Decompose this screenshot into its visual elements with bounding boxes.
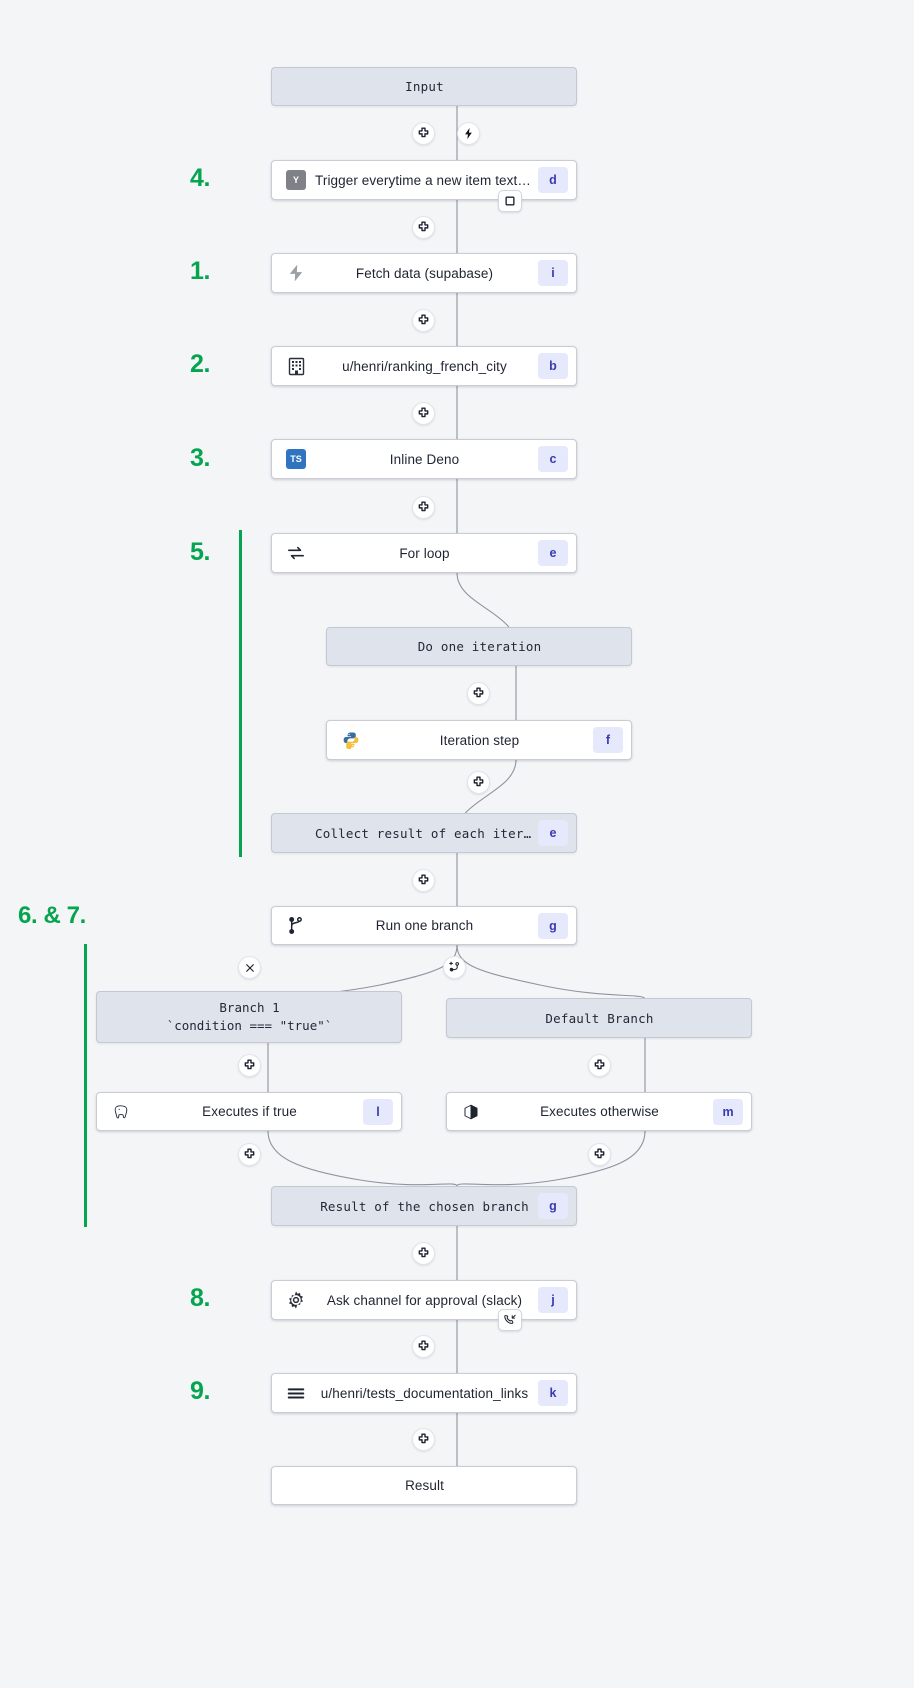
node-trigger[interactable]: Y Trigger everytime a new item text o… d xyxy=(271,160,577,200)
yaml-badge-icon: Y xyxy=(281,169,311,191)
plus-icon-add-step-4[interactable] xyxy=(412,402,435,425)
hamburger-lines-icon xyxy=(281,1382,311,1404)
node-executes-if-true-label: Executes if true xyxy=(202,1104,297,1119)
node-iteration-step[interactable]: Iteration step f xyxy=(326,720,632,760)
close-x-icon-remove-branch[interactable] xyxy=(238,956,261,979)
node-trigger-tag: d xyxy=(538,167,568,193)
node-tests-documentation-links-label: u/henri/tests_documentation_links xyxy=(320,1385,529,1401)
node-iteration-step-tag: f xyxy=(593,727,623,753)
lightning-bolt-icon-trigger[interactable] xyxy=(457,122,480,145)
step-number-4: 4. xyxy=(190,164,211,192)
loop-scope-bracket xyxy=(239,530,242,857)
plus-icon-add-step-6[interactable] xyxy=(412,869,435,892)
node-collect-result[interactable]: Collect result of each iteration e xyxy=(271,813,577,853)
node-collect-result-tag: e xyxy=(538,820,568,846)
docker-box-icon xyxy=(456,1101,486,1123)
node-inline-deno[interactable]: TS Inline Deno c xyxy=(271,439,577,479)
node-branch-1-icon-slot xyxy=(106,1006,136,1028)
step-number-3: 3. xyxy=(190,444,211,472)
node-do-one-iteration[interactable]: Do one iteration xyxy=(326,627,632,666)
step-number-6-and-7: 6. & 7. xyxy=(18,902,86,929)
supabase-bolt-icon xyxy=(281,262,311,284)
node-result-of-chosen-branch-icon-slot xyxy=(281,1195,311,1217)
node-iteration-step-label: Iteration step xyxy=(439,732,520,748)
node-result-of-chosen-branch[interactable]: Result of the chosen branch g xyxy=(271,1186,577,1226)
node-executes-otherwise-label: Executes otherwise xyxy=(540,1104,659,1119)
branch-fork-icon xyxy=(281,915,311,937)
node-fetch-data[interactable]: Fetch data (supabase) i xyxy=(271,253,577,293)
node-executes-if-true[interactable]: Executes if true l xyxy=(96,1092,402,1131)
node-ranking-french-city-tag: b xyxy=(538,353,568,379)
node-for-loop-label: For loop xyxy=(399,545,450,561)
node-fetch-data-tag: i xyxy=(538,260,568,286)
node-collect-result-icon-slot xyxy=(281,822,311,844)
node-result-icon-slot xyxy=(281,1475,311,1497)
plus-icon-add-loop-step-1[interactable] xyxy=(467,682,490,705)
node-input-icon-slot xyxy=(281,76,311,98)
node-default-branch-icon-slot xyxy=(456,1007,486,1029)
node-input[interactable]: Input xyxy=(271,67,577,106)
step-number-5: 5. xyxy=(190,538,211,566)
node-ask-channel-approval-tag: j xyxy=(538,1287,568,1313)
node-result-label: Result xyxy=(405,1478,444,1493)
node-run-one-branch-label: Run one branch xyxy=(375,918,474,933)
node-do-one-iteration-label: Do one iteration xyxy=(417,639,542,654)
phone-callback-icon[interactable] xyxy=(498,1309,522,1331)
node-run-one-branch[interactable]: Run one branch g xyxy=(271,906,577,945)
plus-icon-add-loop-step-2[interactable] xyxy=(467,771,490,794)
node-ranking-french-city[interactable]: u/henri/ranking_french_city b xyxy=(271,346,577,386)
node-tests-documentation-links-tag: k xyxy=(538,1380,568,1406)
step-number-9: 9. xyxy=(190,1377,211,1405)
node-ask-channel-approval[interactable]: Ask channel for approval (slack) j xyxy=(271,1280,577,1320)
plus-icon-add-default-branch-step[interactable] xyxy=(588,1054,611,1077)
plus-icon-add-step-7[interactable] xyxy=(412,1242,435,1265)
plus-icon-add-step-3[interactable] xyxy=(412,309,435,332)
step-number-8: 8. xyxy=(190,1284,211,1312)
step-number-1: 1. xyxy=(190,257,211,285)
plus-icon-after-executes-if-true[interactable] xyxy=(238,1143,261,1166)
node-executes-if-true-tag: l xyxy=(363,1098,393,1125)
typescript-badge-icon: TS xyxy=(281,448,311,470)
node-default-branch[interactable]: Default Branch xyxy=(446,998,752,1038)
plus-icon-add-step-2[interactable] xyxy=(412,216,435,239)
node-result-of-chosen-branch-tag: g xyxy=(538,1193,568,1219)
node-inline-deno-label: Inline Deno xyxy=(389,451,460,467)
plus-icon-add-step-1[interactable] xyxy=(412,122,435,145)
node-default-branch-label: Default Branch xyxy=(545,1010,654,1026)
node-result-of-chosen-branch-label: Result of the chosen branch xyxy=(320,1198,529,1214)
node-input-label: Input xyxy=(405,79,444,94)
python-icon xyxy=(336,729,366,751)
node-branch-1[interactable]: Branch 1 `condition === "true"` xyxy=(96,991,402,1043)
node-tests-documentation-links[interactable]: u/henri/tests_documentation_links k xyxy=(271,1373,577,1413)
step-number-2: 2. xyxy=(190,350,211,378)
node-trigger-label: Trigger everytime a new item text o… xyxy=(315,172,538,188)
plus-icon-add-branch1-step[interactable] xyxy=(238,1054,261,1077)
plus-icon-add-step-5[interactable] xyxy=(412,496,435,519)
node-branch-1-condition: `condition === "true"` xyxy=(166,1018,333,1033)
building-icon xyxy=(281,355,311,377)
stop-square-icon[interactable] xyxy=(498,190,522,212)
plus-icon-add-step-8[interactable] xyxy=(412,1335,435,1358)
node-for-loop[interactable]: For loop e xyxy=(271,533,577,573)
plus-icon-after-executes-otherwise[interactable] xyxy=(588,1143,611,1166)
node-collect-result-label: Collect result of each iteration xyxy=(315,825,538,841)
node-ask-channel-approval-label: Ask channel for approval (slack) xyxy=(326,1292,523,1308)
node-result[interactable]: Result xyxy=(271,1466,577,1505)
node-ranking-french-city-label: u/henri/ranking_french_city xyxy=(342,358,507,374)
node-branch-1-title: Branch 1 xyxy=(219,999,280,1015)
gear-icon xyxy=(281,1289,311,1311)
node-for-loop-tag: e xyxy=(538,540,568,566)
node-run-one-branch-tag: g xyxy=(538,912,568,939)
branch-scope-bracket xyxy=(84,944,87,1227)
loop-arrows-icon xyxy=(281,542,311,564)
node-fetch-data-label: Fetch data (supabase) xyxy=(355,265,494,281)
node-inline-deno-tag: c xyxy=(538,446,568,472)
node-executes-otherwise[interactable]: Executes otherwise m xyxy=(446,1092,752,1131)
add-branch-icon[interactable] xyxy=(443,956,466,979)
postgres-elephant-icon xyxy=(106,1101,136,1123)
node-executes-otherwise-tag: m xyxy=(713,1098,743,1125)
node-do-one-iteration-icon-slot xyxy=(336,636,366,658)
plus-icon-add-step-9[interactable] xyxy=(412,1428,435,1451)
